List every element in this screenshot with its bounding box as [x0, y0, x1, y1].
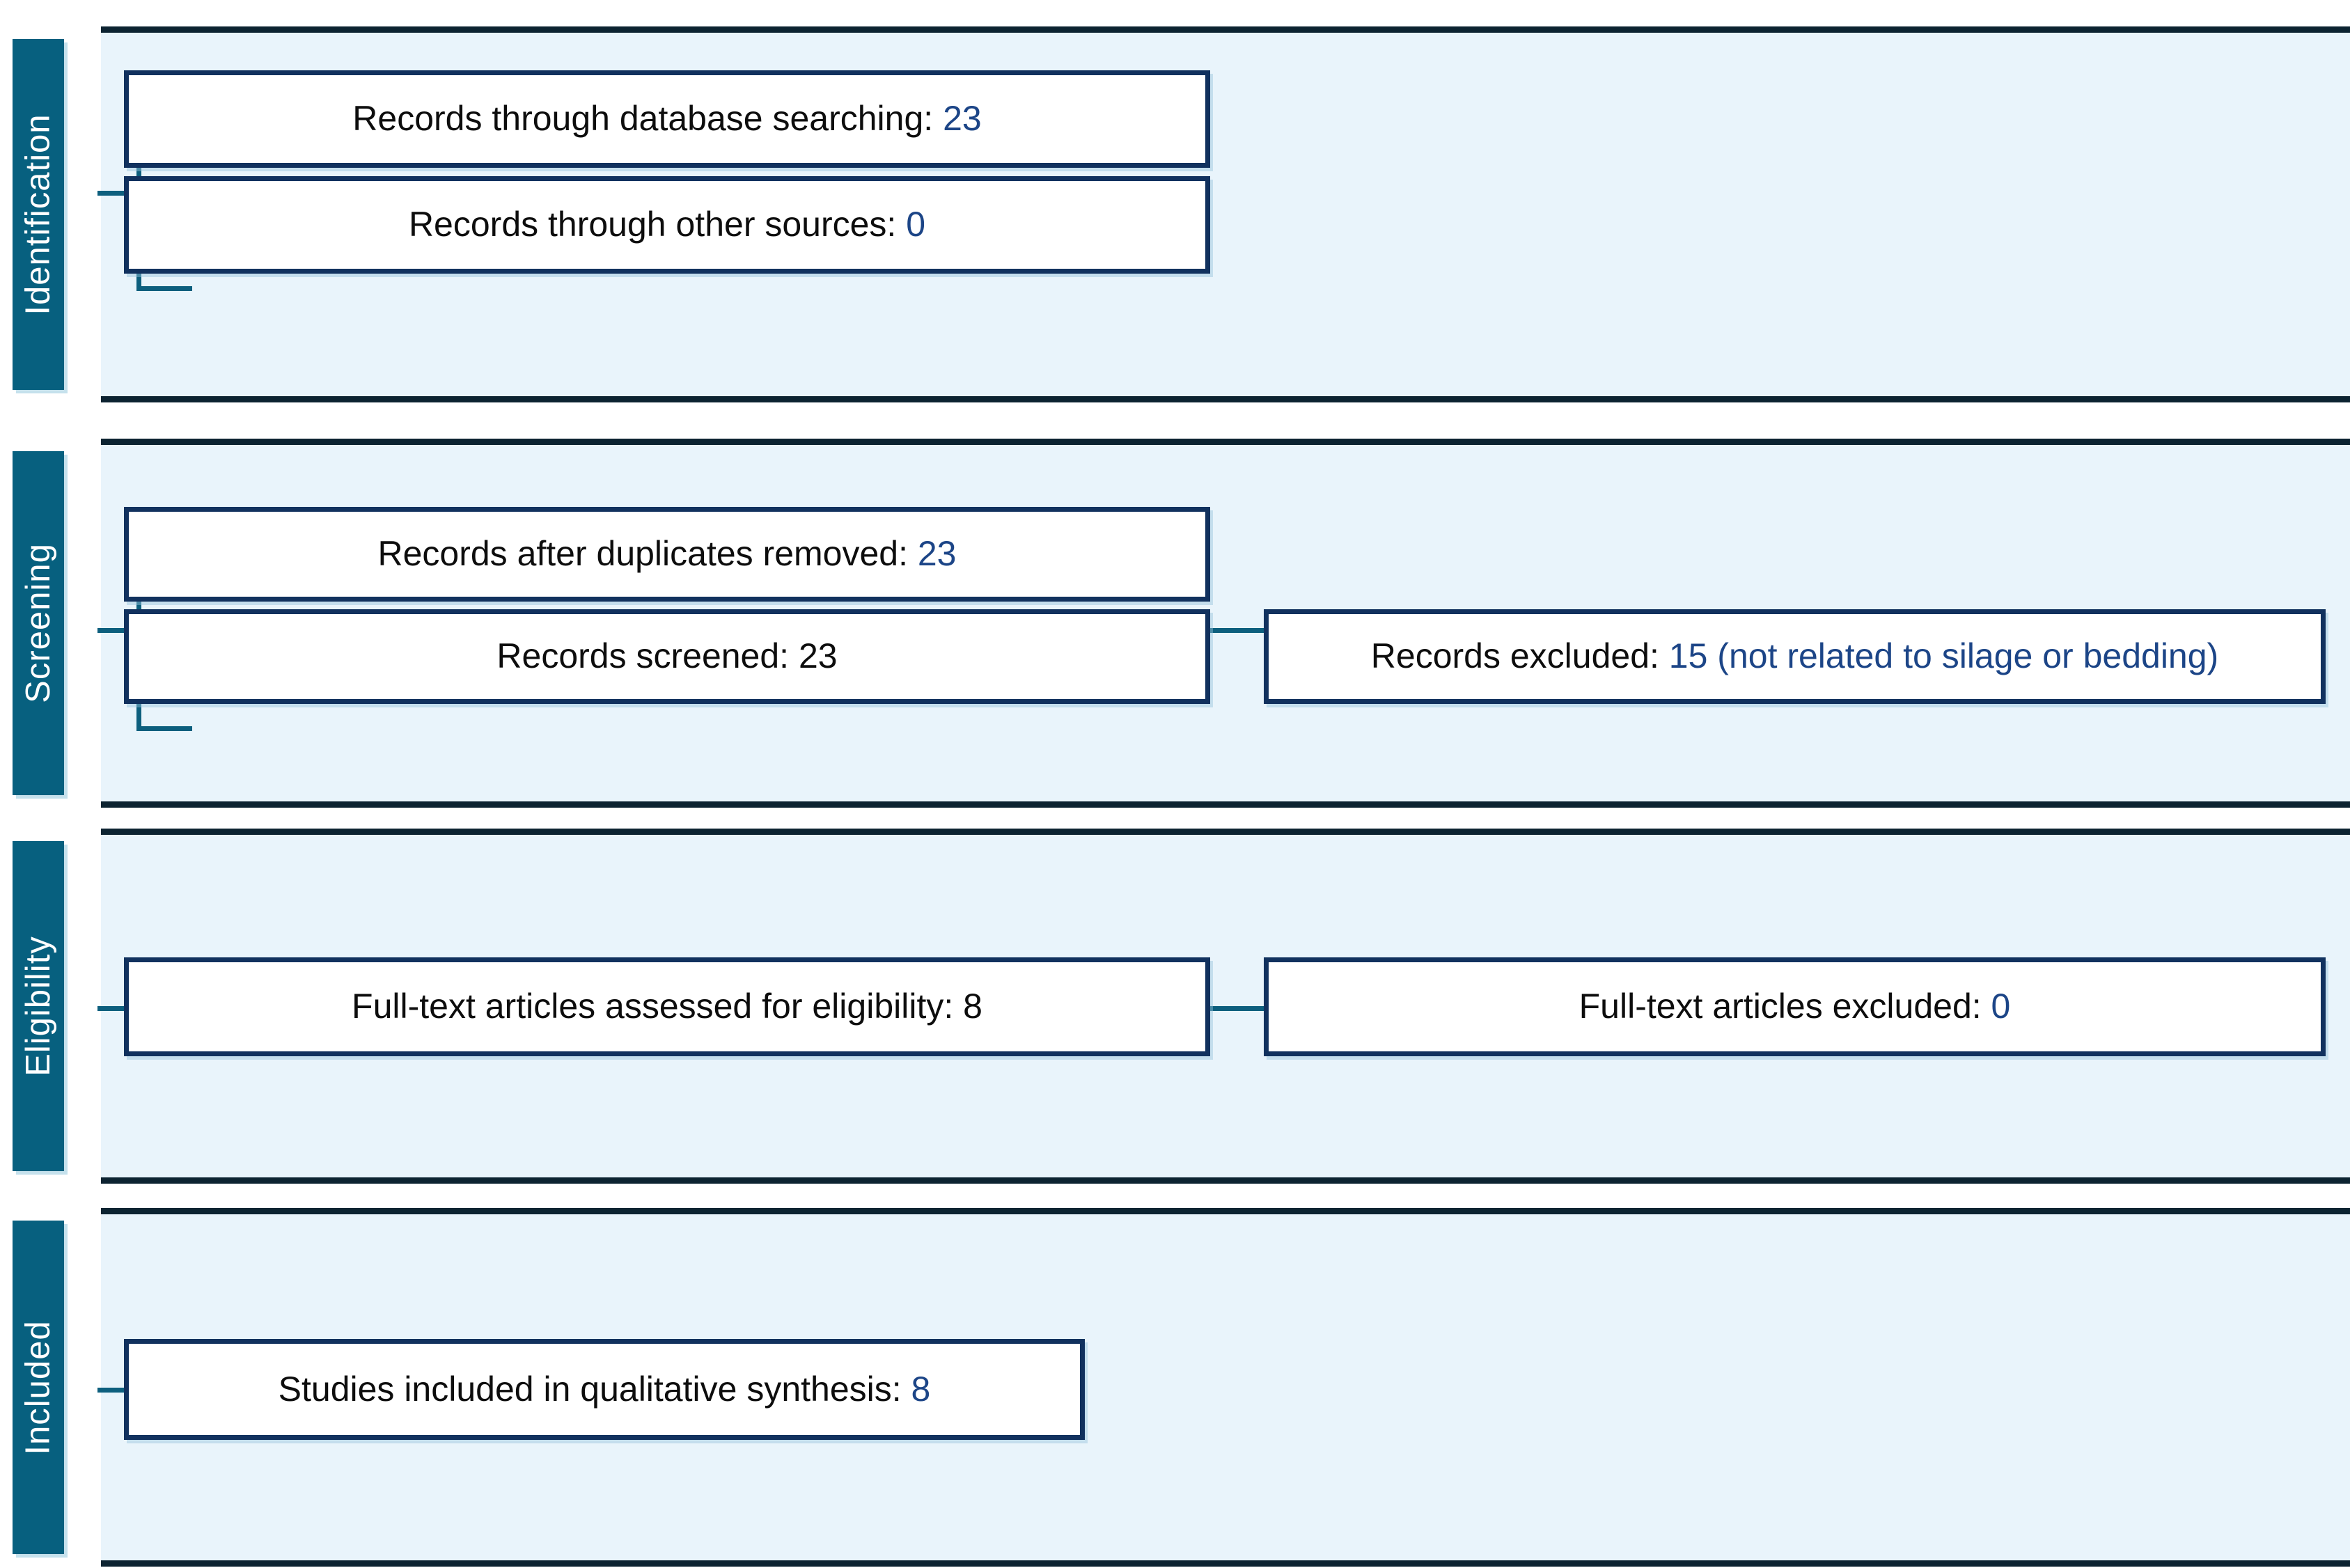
connector-screening-to-excluded — [1208, 628, 1267, 633]
stage-label-eligibility: Eligibility — [19, 936, 57, 1076]
connector-identification-to-box2 — [136, 286, 192, 291]
box-studies-included-text-value: 8 — [911, 1369, 931, 1409]
stage-tab-identification[interactable]: Identification — [13, 39, 64, 390]
box-records-database-searching[interactable]: Records through database searching: 23 — [124, 70, 1210, 168]
box-fulltext-excluded-text-value: 0 — [1991, 987, 2011, 1026]
box-fulltext-excluded-text: Full-text articles excluded: 0 — [1579, 987, 2011, 1026]
box-records-after-duplicates-text-value: 23 — [917, 534, 957, 574]
box-fulltext-assessed[interactable]: Full-text articles assessed for eligibil… — [124, 957, 1210, 1056]
connector-identification-stub — [97, 191, 141, 196]
connector-eligibility-to-excluded — [1208, 1006, 1267, 1011]
stage-tab-eligibility[interactable]: Eligibility — [13, 841, 64, 1171]
box-records-database-searching-text-value: 23 — [943, 99, 982, 139]
connector-screening-to-box2 — [136, 726, 192, 731]
stage-tab-included[interactable]: Included — [13, 1221, 64, 1554]
stage-label-included: Included — [19, 1319, 58, 1455]
box-fulltext-assessed-text: Full-text articles assessed for eligibil… — [352, 987, 982, 1026]
box-records-other-sources-text-value: 0 — [906, 205, 926, 244]
box-records-excluded-text-value: 15 (not related to silage or bedding) — [1668, 636, 2219, 676]
box-records-after-duplicates-text: Records after duplicates removed: 23 — [377, 534, 957, 574]
stage-eligibility: Eligibility Full-text articles assessed … — [0, 829, 2350, 1184]
box-studies-included[interactable]: Studies included in qualitative synthesi… — [124, 1339, 1085, 1440]
stage-label-screening: Screening — [19, 543, 57, 703]
box-fulltext-excluded[interactable]: Full-text articles excluded: 0 — [1264, 957, 2326, 1056]
box-records-excluded[interactable]: Records excluded: 15 (not related to sil… — [1264, 609, 2326, 704]
box-records-excluded-text: Records excluded: 15 (not related to sil… — [1370, 636, 2219, 676]
stage-screening: Screening Records after duplicates remov… — [0, 439, 2350, 808]
box-records-screened-text: Records screened: 23 — [496, 636, 838, 676]
box-records-other-sources-text: Records through other sources: 0 — [408, 205, 926, 244]
stage-identification: Identification Records through database … — [0, 26, 2350, 402]
box-studies-included-text: Studies included in qualitative synthesi… — [278, 1369, 931, 1409]
box-records-database-searching-text: Records through database searching: 23 — [352, 99, 982, 139]
connector-screening-stub — [97, 628, 141, 633]
box-records-after-duplicates[interactable]: Records after duplicates removed: 23 — [124, 507, 1210, 602]
box-records-other-sources[interactable]: Records through other sources: 0 — [124, 176, 1210, 274]
stage-label-identification: Identification — [19, 113, 57, 315]
stage-tab-screening[interactable]: Screening — [13, 451, 64, 795]
stage-included: Included Studies included in qualitative… — [0, 1208, 2350, 1567]
box-records-screened[interactable]: Records screened: 23 — [124, 609, 1210, 704]
